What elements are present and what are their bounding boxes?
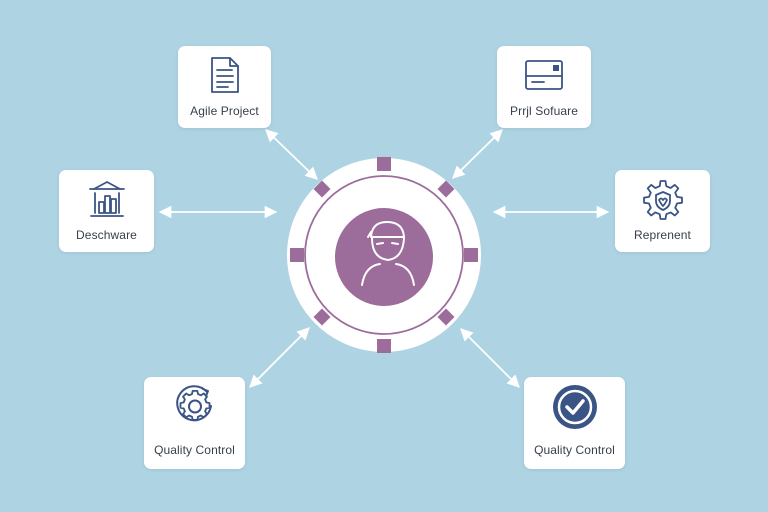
node-label-agile-project: Agile Project: [190, 104, 259, 118]
node-card-quality-control-left[interactable]: Quality Control: [144, 377, 245, 469]
hub-gear-teeth: [290, 157, 478, 353]
gear-shield-icon: [642, 180, 683, 220]
node-label-prjl-software: Prrjl Sofuare: [510, 104, 578, 118]
window-card-icon: [525, 60, 563, 90]
node-label-quality-control-right: Quality Control: [534, 443, 615, 457]
node-label-reprenent: Reprenent: [634, 228, 691, 242]
connector-prjl-software: [452, 129, 503, 179]
gear-cycle-icon: [175, 385, 212, 422]
person-avatar-icon: [361, 221, 415, 286]
connector-quality-control-left: [249, 327, 310, 388]
building-chart-icon: [88, 181, 125, 217]
central-hub[interactable]: [287, 157, 481, 353]
connectors: [158, 129, 610, 388]
node-card-quality-control-right[interactable]: Quality Control: [524, 377, 625, 469]
hub-avatar-disc: [335, 208, 433, 306]
node-card-reprenent[interactable]: Reprenent: [615, 170, 710, 252]
document-icon: [210, 57, 239, 93]
node-card-deschware[interactable]: Deschware: [59, 170, 154, 252]
node-label-deschware: Deschware: [76, 228, 137, 242]
hub-inner-ring: [304, 175, 464, 335]
node-label-quality-control-left: Quality Control: [154, 443, 235, 457]
node-card-agile-project[interactable]: Agile Project: [178, 46, 271, 128]
connector-agile-project: [265, 129, 318, 180]
node-card-prjl-software[interactable]: Prrjl Sofuare: [497, 46, 591, 128]
connector-quality-control-right: [460, 328, 520, 388]
check-badge-icon: [552, 385, 597, 429]
